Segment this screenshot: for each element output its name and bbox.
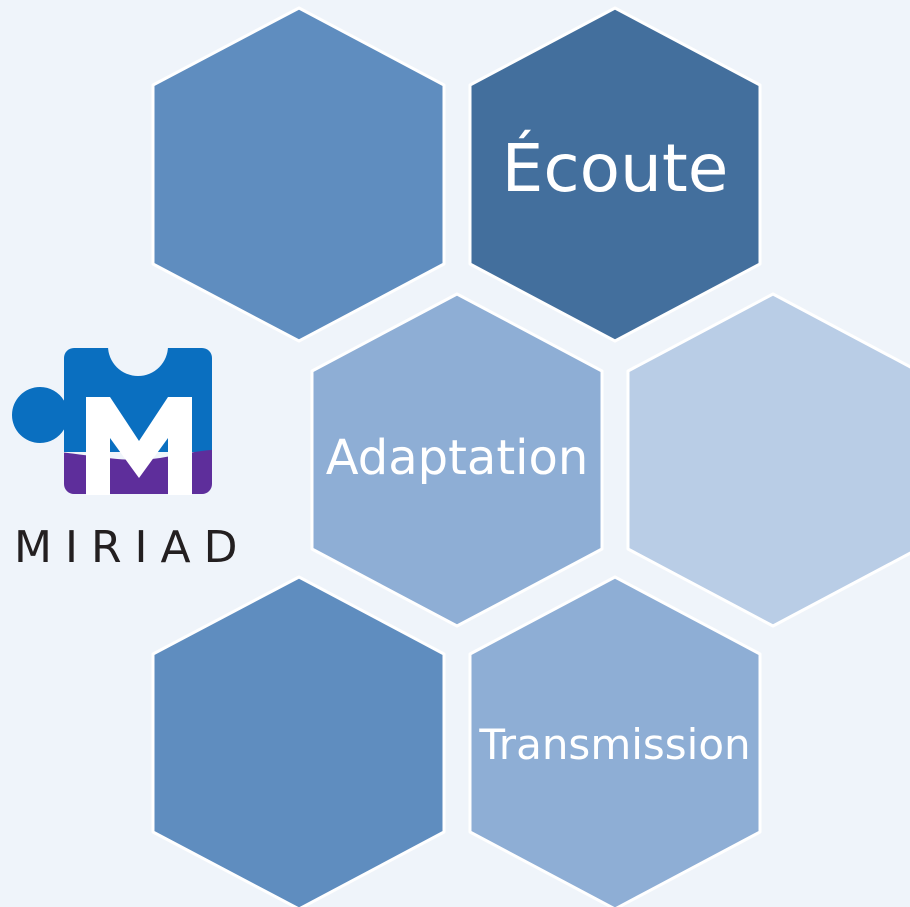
hexagon-bottom-left [151, 575, 446, 907]
hexagon-label-ecoute: Écoute [501, 130, 729, 207]
logo-wordmark: MIRIAD [14, 522, 251, 573]
logo-letter-m [86, 397, 192, 495]
hexagon-label-transmission: Transmission [479, 720, 751, 769]
puzzle-notch [108, 340, 168, 376]
hexagon-bottom-right [468, 575, 762, 907]
hexagon-label-adaptation: Adaptation [325, 430, 589, 486]
miriad-logo [12, 340, 212, 495]
puzzle-purple-wave [12, 449, 212, 494]
hexagon-middle-right [626, 292, 910, 628]
hexagon-middle-left [310, 292, 604, 628]
hexagon-top-right [468, 6, 762, 343]
hexagon-top-left [151, 6, 446, 343]
